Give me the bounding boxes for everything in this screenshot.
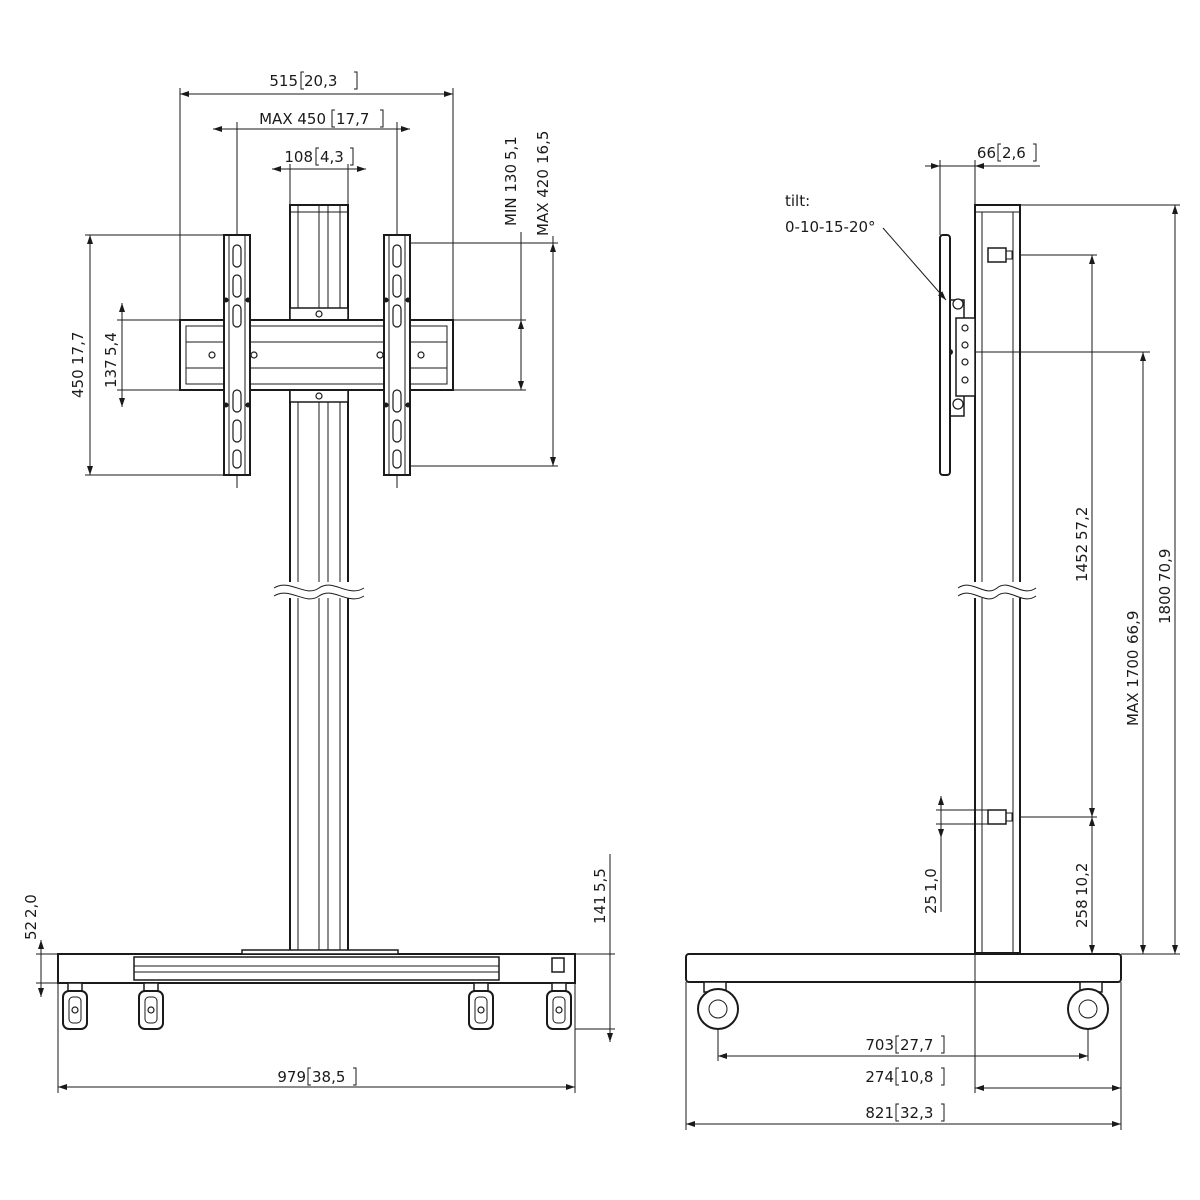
dim-979-inch: 38,5 (312, 1068, 345, 1086)
dim-front-max-420: MAX 420 16,5 (410, 131, 558, 467)
dim-979-value: 979 (277, 1068, 306, 1086)
dim-66-inch: 2,6 (1002, 144, 1026, 162)
dim-703-inch: 27,7 (900, 1036, 933, 1054)
dim-1800-value: 1800 (1156, 586, 1174, 624)
dim-max420-inch: 16,5 (534, 131, 552, 164)
dim-max450-inch: 17,7 (336, 110, 369, 128)
front-caster-3 (468, 982, 494, 1030)
dim-front-column-108: 108 4,3 (272, 147, 366, 205)
tilt-annotation: tilt: 0-10-15-20° (785, 192, 947, 301)
dim-front-height-137: 137 5,4 (102, 303, 180, 407)
front-view: 515 20,3 MAX 450 17,7 108 4,3 (22, 71, 615, 1093)
dim-52-inch: 2,0 (22, 894, 40, 918)
dim-max420-value: MAX 420 (534, 169, 552, 236)
dim-min130-inch: 5,1 (502, 136, 520, 160)
dim-274-value: 274 (865, 1068, 894, 1086)
dim-side-offset-274: 274 10,8 (685, 953, 1122, 1130)
dim-703-value: 703 (865, 1036, 894, 1054)
dim-108-inch: 4,3 (320, 148, 344, 166)
side-view: tilt: 0-10-15-20° 66 2,6 1800 70,9 (685, 143, 1180, 1130)
dim-side-depth-66: 66 2,6 (925, 143, 1040, 235)
dim-front-width-515: 515 20,3 (179, 71, 454, 320)
dim-1452-inch: 57,2 (1073, 507, 1091, 540)
dim-258-inch: 10,2 (1073, 863, 1091, 896)
front-break-symbol (273, 582, 365, 600)
dim-1700-value: MAX 1700 (1124, 650, 1142, 726)
dim-821-value: 821 (865, 1104, 894, 1122)
front-base (57, 949, 576, 984)
front-crossbar (179, 319, 454, 391)
dim-25-value: 25 (922, 895, 940, 914)
side-caster-left (697, 981, 739, 1030)
front-column (289, 204, 349, 953)
dim-max450-value: MAX 450 (259, 110, 326, 128)
side-caster-right (1067, 981, 1109, 1030)
dim-front-min-130: MIN 130 5,1 (453, 136, 526, 391)
dim-front-max-450: MAX 450 17,7 (213, 109, 410, 222)
dim-front-height-52: 52 2,0 (22, 894, 58, 997)
dim-min130-value: MIN 130 (502, 164, 520, 226)
dim-side-height-1452: 1452 57,2 (1020, 254, 1097, 818)
dim-front-height-450: 450 17,7 (69, 234, 224, 476)
dim-821-inch: 32,3 (900, 1104, 933, 1122)
dim-side-height-258: 258 10,2 (1073, 817, 1095, 954)
tilt-values: 0-10-15-20° (785, 218, 876, 236)
dim-side-height-1700: MAX 1700 66,9 (975, 351, 1150, 954)
dim-141-value: 141 (591, 895, 609, 924)
dim-front-height-141: 141 5,5 (575, 854, 615, 1042)
dim-66-value: 66 (977, 144, 996, 162)
dim-258-value: 258 (1073, 899, 1091, 928)
dim-side-height-25: 25 1,0 (922, 796, 990, 914)
dim-side-height-1800: 1800 70,9 (1020, 204, 1180, 955)
front-bracket-right (383, 222, 411, 488)
front-bracket-left (223, 222, 251, 488)
dim-515-inch: 20,3 (304, 72, 337, 90)
tilt-label: tilt: (785, 192, 810, 210)
side-base (685, 953, 1122, 983)
dim-front-base-979: 979 38,5 (57, 983, 576, 1093)
dim-137-value: 137 (102, 359, 120, 388)
dim-52-value: 52 (22, 921, 40, 940)
side-column (974, 204, 1021, 954)
dim-1800-inch: 70,9 (1156, 549, 1174, 582)
dim-1700-inch: 66,9 (1124, 611, 1142, 644)
front-caster-2 (138, 982, 164, 1030)
dim-side-base-821: 821 32,3 (686, 1103, 1121, 1127)
front-caster-1 (62, 982, 88, 1030)
dim-108-value: 108 (284, 148, 313, 166)
side-break-symbol (957, 582, 1037, 600)
dim-1452-value: 1452 (1073, 544, 1091, 582)
dim-side-wheelbase-703: 703 27,7 (717, 1029, 1089, 1061)
dim-450-value: 450 (69, 369, 87, 398)
dim-515-value: 515 (269, 72, 298, 90)
front-caster-4 (546, 982, 572, 1030)
dim-141-inch: 5,5 (591, 868, 609, 892)
dim-137-inch: 5,4 (102, 332, 120, 356)
side-mount-tilt (939, 234, 976, 476)
dim-450-inch: 17,7 (69, 332, 87, 365)
dim-274-inch: 10,8 (900, 1068, 933, 1086)
dim-25-inch: 1,0 (922, 868, 940, 892)
